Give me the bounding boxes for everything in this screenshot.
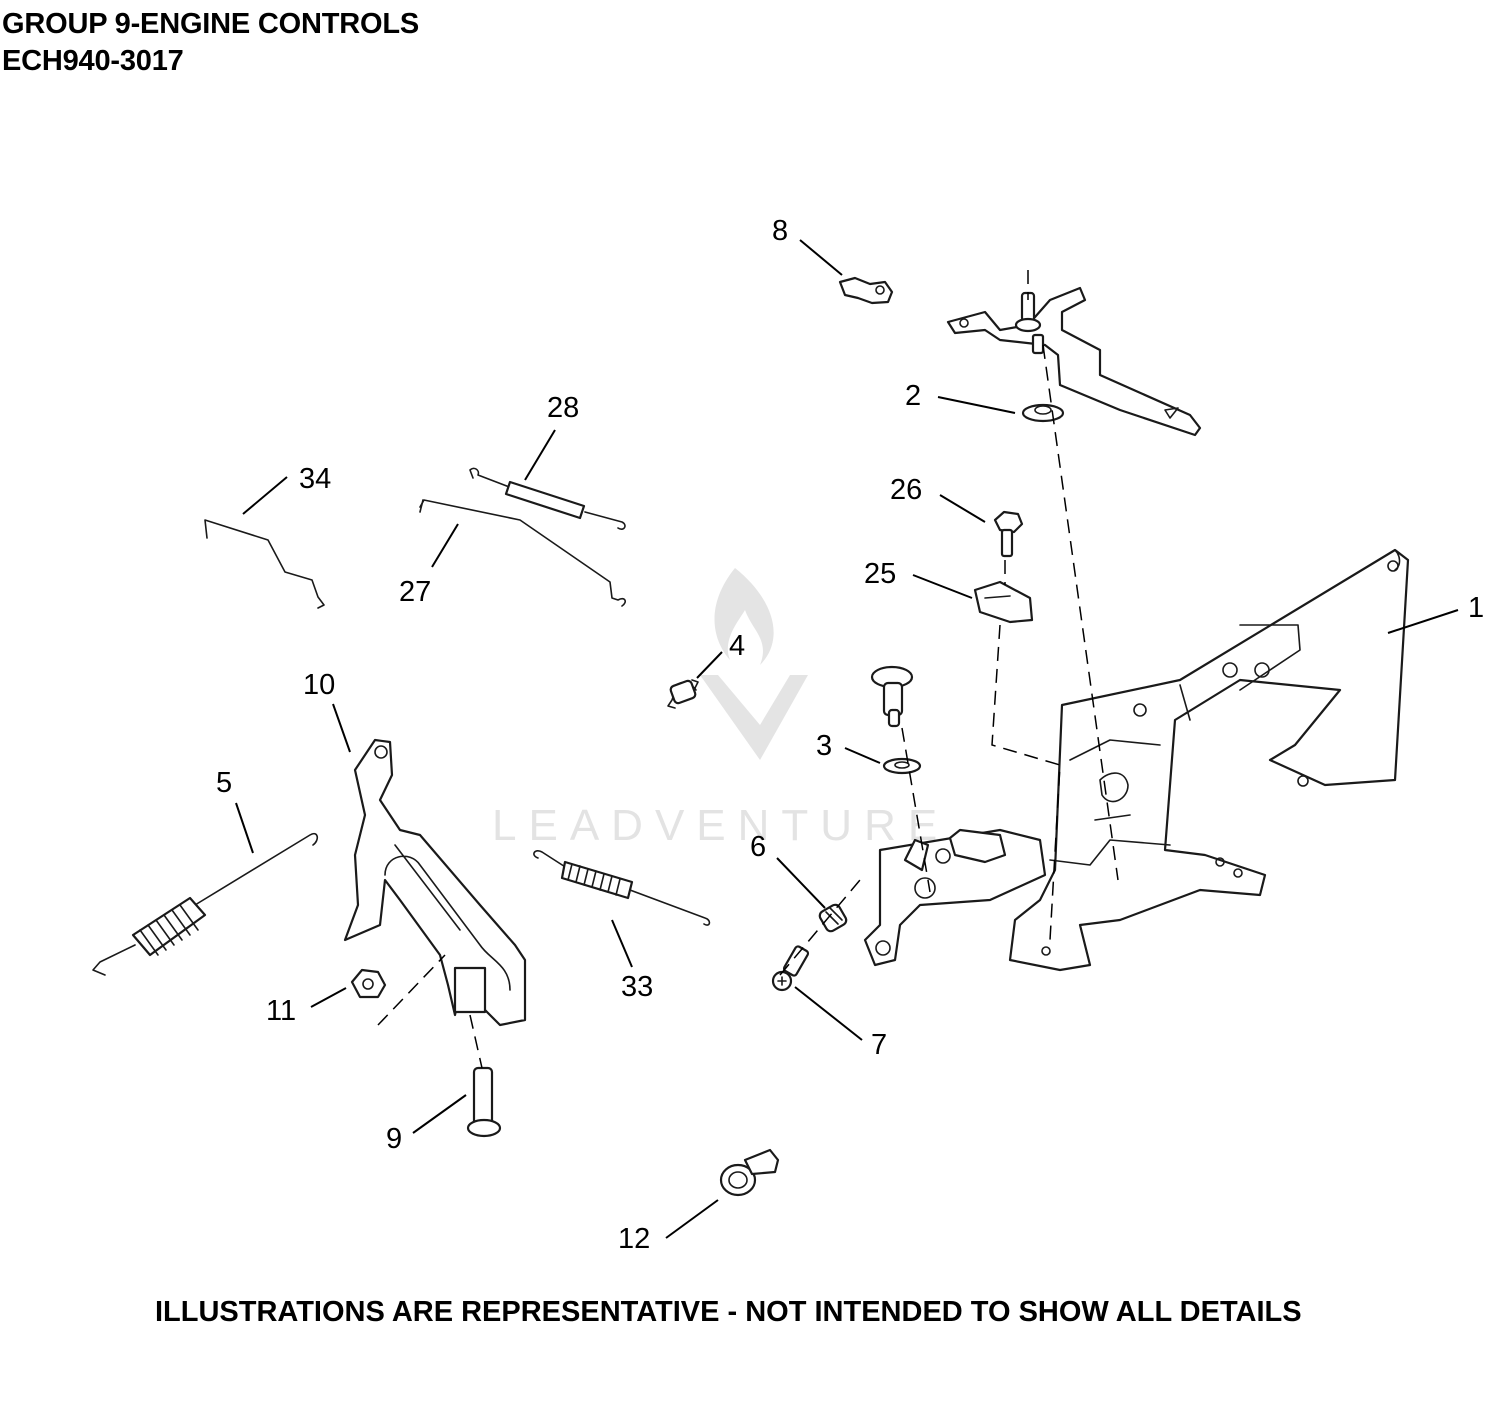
part-4-spring [667,679,699,709]
part-25-clip [973,580,1034,624]
watermark-logo [700,568,808,760]
throttle-lever [946,286,1202,437]
callout-6: 6 [750,831,766,863]
callout-5: 5 [216,767,232,799]
callout-4: 4 [729,630,745,662]
part-10-lever-bracket [343,738,527,1027]
part-8-clip [838,276,894,305]
page-title: GROUP 9-ENGINE CONTROLS [2,8,420,40]
callout-labels: 1 2 3 4 5 6 7 8 9 10 11 12 25 26 27 28 3… [216,215,1484,1255]
part-1-control-bracket [863,548,1410,972]
part-7-screw [771,945,810,992]
part-28-spring-rod [469,467,626,530]
part-26-bolt [993,510,1024,558]
callout-34: 34 [299,463,331,495]
callout-10: 10 [303,669,335,701]
part-5-long-spring [92,832,319,976]
callout-28: 28 [547,392,579,424]
part-6-spring [818,903,848,933]
callout-7: 7 [871,1029,887,1061]
watermark-text: LEADVENTURE [492,801,949,850]
part-12-cable-clamp [719,1148,780,1197]
callout-33: 33 [621,971,653,1003]
callout-12: 12 [618,1223,650,1255]
callout-25: 25 [864,558,896,590]
leader-lines [235,239,1459,1239]
callout-8: 8 [772,215,788,247]
part-3-pin-washer [870,665,922,775]
part-2-washer [1021,403,1065,423]
part-34-rod [204,519,325,609]
disclaimer-note: ILLUSTRATIONS ARE REPRESENTATIVE - NOT I… [155,1296,1302,1328]
callout-1: 1 [1468,592,1484,624]
alignment-lines [377,270,1119,1069]
model-number: ECH940-3017 [2,45,184,77]
callout-11: 11 [266,995,296,1027]
callout-27: 27 [399,576,431,608]
part-9-shoulder-bolt [466,1066,502,1138]
callout-26: 26 [890,474,922,506]
part-11-nut [350,968,387,999]
callout-3: 3 [816,730,832,762]
part-33-spring [533,850,711,926]
part-27-rod [419,499,626,607]
title-block: GROUP 9-ENGINE CONTROLS ECH940-3017 [2,6,419,80]
callout-2: 2 [905,380,921,412]
callout-9: 9 [386,1123,402,1155]
